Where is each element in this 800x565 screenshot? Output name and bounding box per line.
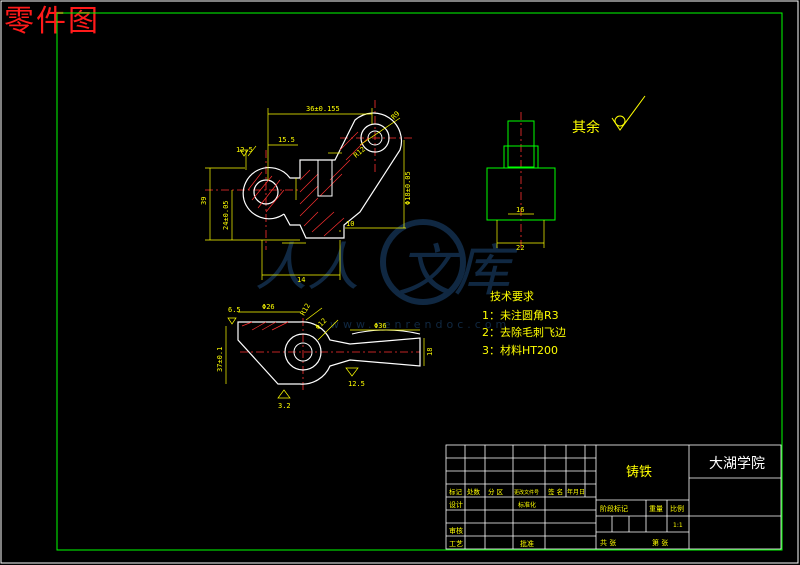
watermark: 人人 文库 www.renrendoc.com [255,219,518,331]
dim-dia26-left: Φ26 [262,303,275,311]
tb-process-label: 工艺 [449,540,463,548]
dim-dia18: Φ18±0.05 [404,171,412,205]
tb-header-1: 处数 [467,487,481,496]
title-block [445,444,782,550]
tb-stage-label: 阶段标记 [600,504,628,513]
dim-w16-side: 16 [516,206,524,214]
school-name: 大湖学院 [709,456,765,472]
tb-header-3: 更改文件号 [514,489,539,496]
top-view: Φ26 Φ12 6.5 R12 37±0.1 Φ36 18 3.2 12.5 [216,302,434,410]
dim-h10: 10 [346,220,354,228]
tb-sheets-label: 共 张 [600,538,616,547]
tb-review-label: 审核 [449,526,463,535]
tb-design-label: 设计 [449,500,463,509]
dim-h6: 6.5 [228,306,241,314]
dim-w22-side: 22 [516,244,524,252]
material-label: 铸铁 [626,464,652,480]
finish-note: 其余 [572,119,600,136]
tb-header-2: 分 区 [488,487,504,496]
dim-w14: 14 [297,276,305,284]
tb-weight-label: 重量 [649,505,663,513]
dim-ra32: 3.2 [278,402,291,410]
dim-r12-low: R12 [299,302,312,317]
dim-r9: R9 [390,110,402,122]
dim-dia12: Φ12 [314,317,329,332]
watermark-site: www.renrendoc.com [330,318,510,331]
dim-h24: 24±0.05 [222,200,230,230]
dim-ra125: 12.5 [236,146,253,154]
tb-header-4: 签 名 [548,487,563,496]
svg-text:人人: 人人 [255,238,359,298]
svg-text:文库: 文库 [398,239,518,304]
tb-scale-label: 比例 [670,504,684,513]
tb-approve-label: 批准 [520,539,534,548]
drawing-title: 零件图 [4,4,100,39]
dim-h37: 37±0.1 [216,347,224,372]
tb-std-label: 标准化 [518,501,536,509]
tb-header-0: 标记 [449,487,463,496]
note-item-3: 3：材料HT200 [482,343,558,357]
inner-border [56,12,783,551]
dim-w15: 15.5 [278,136,295,144]
tb-scale-value: 1:1 [673,522,683,529]
dim-dia36: Φ36 [374,322,387,330]
dim-top-width: 36±0.155 [306,105,340,113]
technical-notes: 其余 技术要求 1：未注圆角R3 2：去除毛刺飞边 3：材料HT200 [482,95,646,357]
dim-h39: 39 [200,197,208,205]
note-item-1: 1：未注圆角R3 [482,308,559,322]
dim-ra125b: 12.5 [348,380,365,388]
side-view: 16 22 [486,112,556,252]
notes-heading: 技术要求 [490,290,534,303]
note-item-2: 2：去除毛刺飞边 [482,325,566,339]
dim-h18: 18 [426,348,434,356]
tb-sheet-label: 第 张 [652,538,668,547]
tb-header-5: 年月日 [567,488,585,496]
front-view: 36±0.155 R9 15.5 R12 12.5 39 24±0.05 14 … [200,100,412,284]
